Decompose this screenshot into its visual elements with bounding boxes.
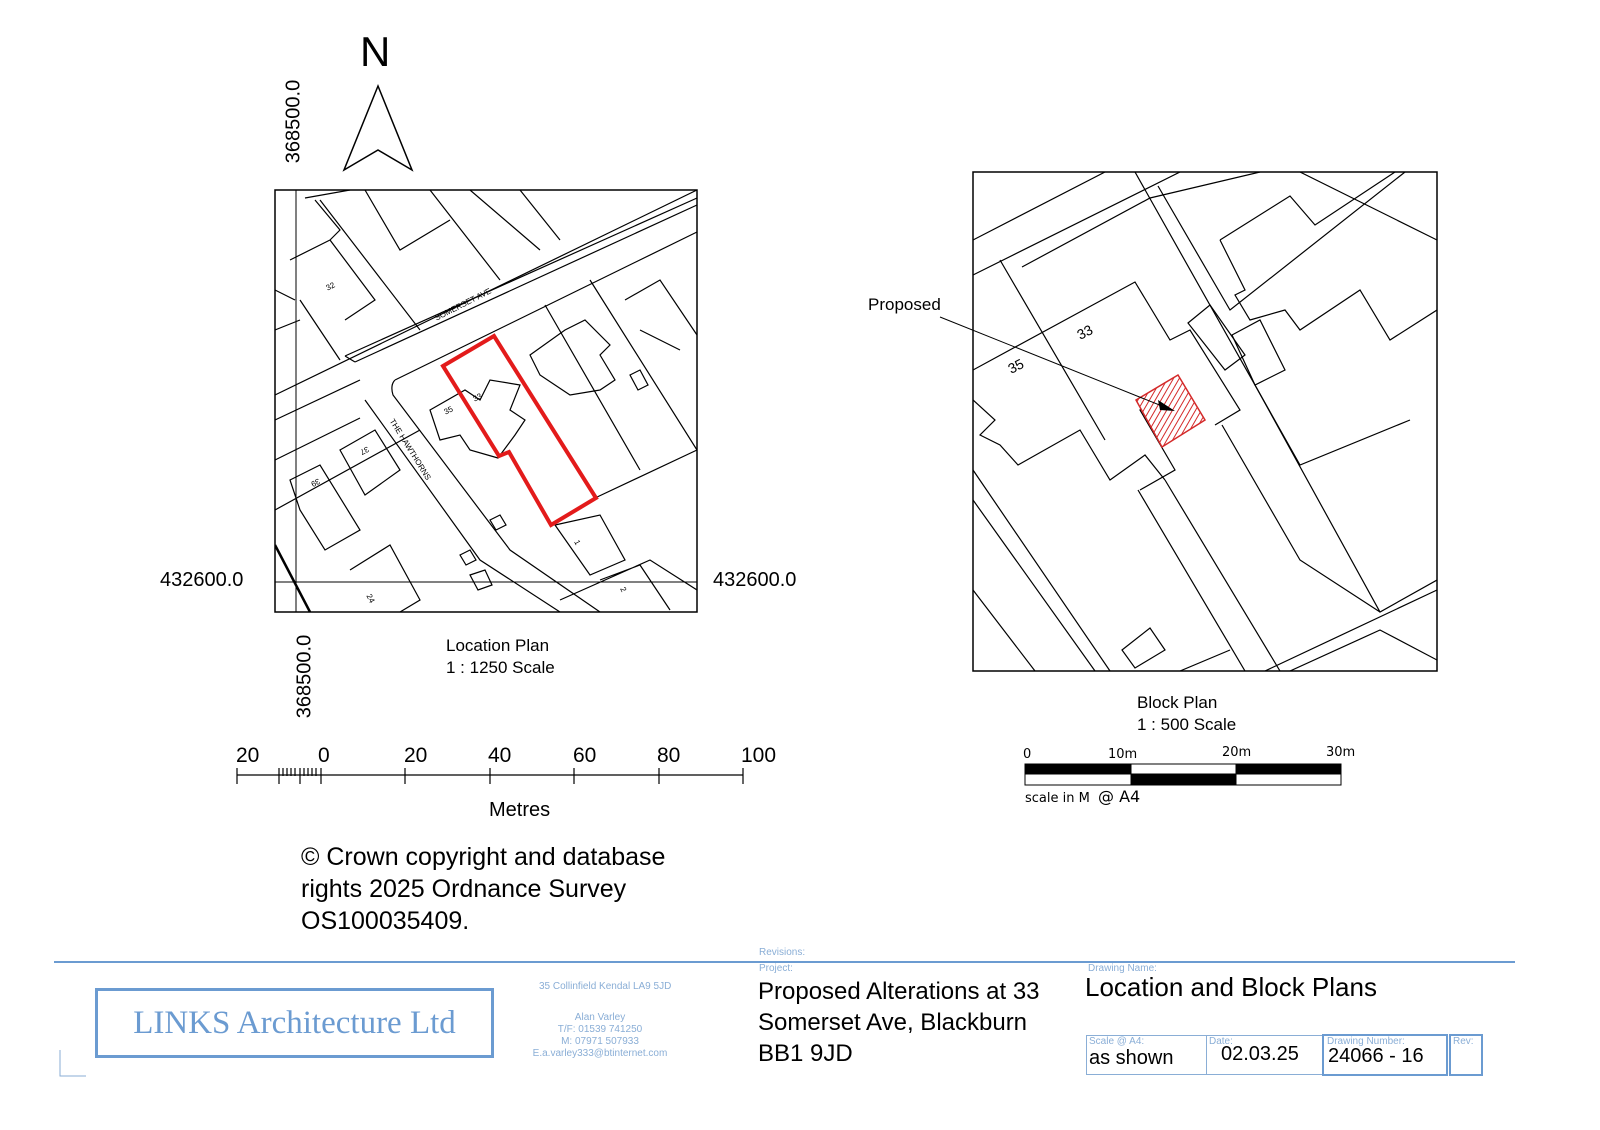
site-boundary <box>440 333 599 528</box>
copyright-notice: © Crown copyright and database rights 20… <box>301 841 665 937</box>
project-line: Somerset Ave, Blackburn <box>758 1009 1028 1036</box>
block-scale-note: scale in M @ A4 <box>1025 787 1140 806</box>
block-plan-map <box>973 172 1437 671</box>
scale-cell: Scale @ A4: as shown <box>1086 1035 1207 1075</box>
northing-left: 432600.0 <box>160 569 244 591</box>
north-arrow-icon <box>342 84 414 172</box>
block-scale-tick: 0 <box>1023 747 1032 762</box>
arrowhead-icon <box>1158 400 1175 411</box>
scale-cell-value: as shown <box>1089 1047 1174 1069</box>
copyright-line: rights 2025 Ordnance Survey <box>301 875 627 903</box>
scale-tick: 20 <box>236 744 260 767</box>
scale-tick: 80 <box>657 744 681 767</box>
company-contact: Alan Varley T/F: 01539 741250 M: 07971 5… <box>520 1012 680 1060</box>
northing-right: 432600.0 <box>713 569 797 591</box>
easting-bottom: 368500.0 <box>293 634 316 719</box>
block-plan-title: Block Plan <box>1137 693 1218 712</box>
drawing-name-label: Drawing Name: <box>1088 963 1157 974</box>
project-line: Proposed Alterations at 33 <box>758 978 1040 1005</box>
easting-top: 368500.0 <box>282 79 305 164</box>
revision-cell: Rev: <box>1449 1034 1483 1076</box>
block-plan-frame <box>972 171 1438 672</box>
company-address: 35 Collinfield Kendal LA9 5JD <box>539 981 672 992</box>
date-cell: Date: 02.03.25 <box>1206 1035 1323 1075</box>
block-plan-scale: 1 : 500 Scale <box>1137 715 1237 734</box>
company-name: LINKS Architecture Ltd <box>133 1005 456 1041</box>
contact-name: Alan Varley <box>574 1012 626 1023</box>
location-plan-scale: 1 : 1250 Scale <box>446 658 555 677</box>
scale-note-text: scale in M <box>1025 791 1090 806</box>
project-label: Project: <box>759 963 793 974</box>
drawing-number-cell: Drawing Number: 24066 - 16 <box>1322 1034 1448 1076</box>
scale-tick: 40 <box>488 744 512 767</box>
location-plan-map <box>275 190 697 612</box>
contact-email: E.a.varley333@btinternet.com <box>532 1048 668 1059</box>
scale-tick: 60 <box>573 744 597 767</box>
metres-scale-bar <box>236 768 744 784</box>
block-scale-tick: 20m <box>1222 745 1252 760</box>
company-logo-box: LINKS Architecture Ltd <box>95 988 494 1058</box>
rev-label: Rev: <box>1453 1036 1474 1047</box>
block-scale-tick: 30m <box>1326 745 1356 760</box>
proposed-leader-line <box>939 316 1173 411</box>
drawing-name: Location and Block Plans <box>1085 972 1377 1002</box>
scale-unit: Metres <box>489 799 551 821</box>
scale-cell-label: Scale @ A4: <box>1089 1036 1145 1047</box>
location-plan-frame <box>274 189 698 613</box>
scale-tick: 100 <box>741 744 777 767</box>
proposed-extension-hatch <box>1134 373 1207 449</box>
copyright-line: © Crown copyright and database <box>301 843 666 871</box>
project-title: Proposed Alterations at 33 Somerset Ave,… <box>758 976 1040 1069</box>
proposed-label: Proposed <box>868 295 941 314</box>
scale-paper: @ A4 <box>1097 787 1141 806</box>
contact-phone: T/F: 01539 741250 <box>557 1024 643 1035</box>
scale-tick: 0 <box>318 744 330 767</box>
contact-mobile: M: 07971 507933 <box>561 1036 639 1047</box>
scale-tick: 20 <box>404 744 428 767</box>
project-line: BB1 9JD <box>758 1040 853 1067</box>
drawing-number-label: Drawing Number: <box>1327 1036 1405 1047</box>
date-cell-value: 02.03.25 <box>1221 1043 1299 1065</box>
block-scale-bar <box>1024 763 1342 786</box>
date-cell-label: Date: <box>1209 1036 1233 1047</box>
location-plan-title: Location Plan <box>446 636 550 655</box>
revisions-label: Revisions: <box>759 947 806 958</box>
copyright-line: OS100035409. <box>301 907 470 935</box>
block-scale-tick: 10m <box>1108 747 1138 762</box>
drawing-number: 24066 - 16 <box>1328 1045 1424 1067</box>
north-label: N <box>360 28 391 75</box>
